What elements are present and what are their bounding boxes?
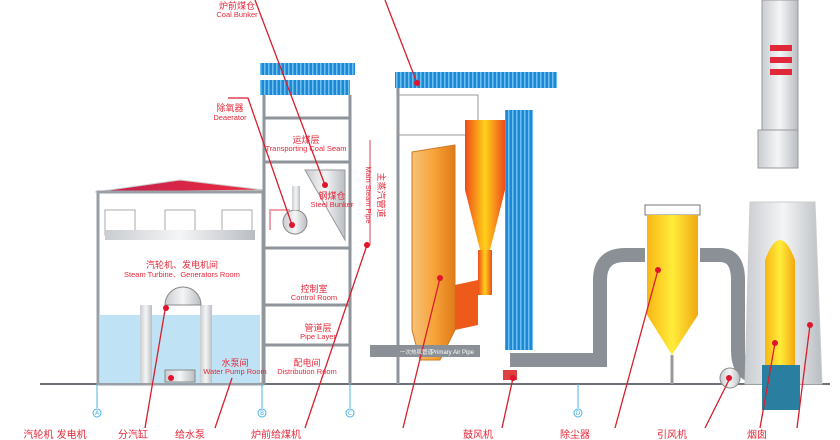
turbine-hall <box>94 179 266 386</box>
axis-markers: A B C D <box>92 384 583 418</box>
distribution-room-label-en: Distribution Room <box>277 367 337 376</box>
water-pump-room-label-en: Water Pump Room <box>203 367 267 376</box>
primary-air-pipe-label-zh: 一次热风管道 <box>400 348 434 356</box>
bottom-label-induced-fan: 引风机 <box>657 428 687 440</box>
boiler-house <box>370 72 557 384</box>
transporting-coal-label-zh: 运煤层 <box>292 134 319 146</box>
bottom-label-chimney: 烟囱 <box>747 428 767 440</box>
flue-gas-ducts <box>503 248 754 389</box>
bottom-labels: 汽轮机 发电机 分汽缸 给水泵 炉前给煤机 鼓风机 除尘器 引风机 烟囱 <box>23 428 767 440</box>
precipitator <box>644 204 701 384</box>
axis-marker-a: A <box>95 410 100 417</box>
bottom-label-precipitator: 除尘器 <box>560 428 590 440</box>
distribution-room-label-zh: 配电间 <box>293 357 320 369</box>
pipe-layer-label-en: Pipe Layer <box>300 332 336 341</box>
control-room-label-zh: 控制室 <box>300 283 327 295</box>
leader-lines <box>144 0 813 429</box>
bottom-label-turbine-generator: 汽轮机 发电机 <box>23 428 86 440</box>
turbine-room-label-zh: 汽轮机、发电机间 <box>146 259 218 271</box>
deaerator-label-en: Deaerator <box>213 113 247 122</box>
transporting-coal-label-en: Transporting Coal Seam <box>265 144 346 153</box>
bottom-label-feed-pump: 给水泵 <box>175 428 205 440</box>
deaerator-label-zh: 除氧器 <box>216 102 243 114</box>
primary-air-pipe-label-en: Primary Air Pipe <box>431 350 475 356</box>
steel-bunker-label-en: Steel Bunker <box>311 200 354 209</box>
bottom-label-coal-feeder: 炉前给煤机 <box>251 428 301 440</box>
control-room-label-en: Control Room <box>291 293 337 302</box>
water-pump-room-label-zh: 水泵间 <box>221 357 248 369</box>
main-steam-pipe-label-zh: 主蒸汽管道 <box>375 172 387 217</box>
turbine-room-label-en: Steam Turbine、Generators Room <box>124 270 240 279</box>
labels: 炉前煤仓 Coal Bunker 除氧器 Deaerator 运煤层 Trans… <box>124 0 475 376</box>
main-steam-pipe-label-en: Main Steam Pipe <box>364 166 373 223</box>
pipe-layer-label-zh: 管道层 <box>304 322 331 334</box>
bottom-label-steam-header: 分汽缸 <box>118 428 148 440</box>
chimney <box>744 0 823 410</box>
steel-bunker-label-zh: 钢煤仓 <box>318 190 345 202</box>
coal-bunker-label-en: Coal Bunker <box>216 10 258 19</box>
coal-bunker-label-zh: 炉前煤仓 <box>219 0 255 12</box>
axis-marker-b: B <box>260 410 264 417</box>
axis-marker-c: C <box>348 410 352 417</box>
axis-marker-d: D <box>576 410 581 417</box>
bottom-label-blower: 鼓风机 <box>463 428 493 440</box>
